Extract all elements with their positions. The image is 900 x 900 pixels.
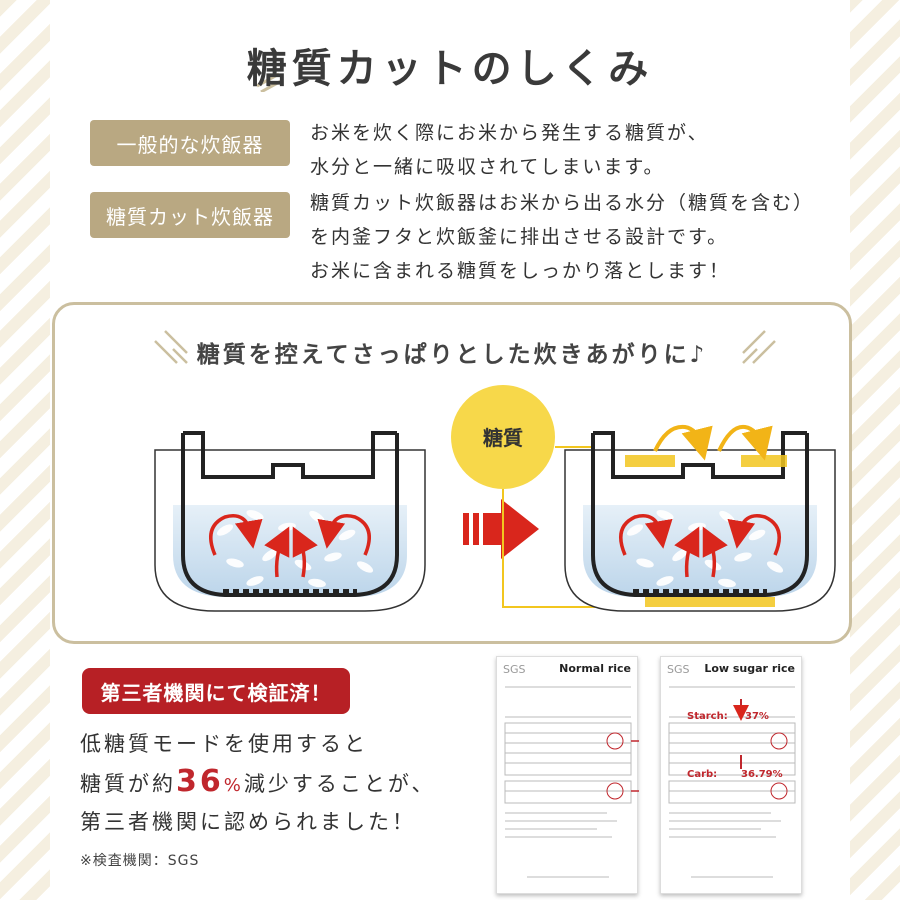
panel-slash-right [742,330,776,364]
desc-lowcarb-cooker: 糖質カット炊飯器はお米から出る水分（糖質を含む） を内釜フタと炊飯釜に排出させる… [310,186,814,288]
verify-line-1: 低糖質モードを使用すると [80,732,368,756]
page-title: 糖質カットのしくみ [246,46,654,92]
sugar-label: 糖質 [483,426,523,450]
report-lowsugar-rice: SGS Low sugar rice Starch: 37% Carb: 36.… [660,656,802,894]
desc-line: を内釜フタと炊飯釜に排出させる設計です。 [310,226,729,248]
verify-text: 低糖質モードを使用すると 糖質が約36%減少することが、 第三者機関に認められま… [80,726,435,841]
transition-arrow-icon [463,499,539,559]
carb-label: Carb: [687,769,718,780]
report-lowsugar-logo: SGS [667,663,690,676]
report-normal-title: Normal rice [559,662,631,675]
label-normal-cooker: 一般的な炊飯器 [90,120,290,166]
desc-line: 糖質カット炊飯器はお米から出る水分（糖質を含む） [310,192,815,214]
cooker-diagram: 糖質 [154,330,836,612]
report-lines [504,686,639,878]
verify-line-2-pre: 糖質が約 [80,772,176,796]
starch-value: 37% [745,711,769,722]
report-normal-logo: SGS [503,663,526,676]
report-lines [668,686,796,878]
verified-badge: 第三者機関にて検証済！ [82,668,350,714]
report-lowsugar-title: Low sugar rice [704,662,795,675]
sugar-circle [451,385,555,489]
page-sheet: 糖質カットのしくみ 一般的な炊飯器 お米を炊く際にお米から発生する糖質が、 水分… [50,0,852,900]
desc-normal-cooker: お米を炊く際にお米から発生する糖質が、 水分と一緒に吸収されてしまいます。 [310,116,709,184]
reduction-percent: % [223,775,244,796]
verify-line-2-post: 減少することが、 [243,772,436,796]
inspection-note: ※検査機関：SGS [80,853,200,869]
desc-line: お米に含まれる糖質をしっかり落とします！ [310,260,731,282]
reduction-number: 36 [176,764,224,799]
lowcarb-cooker-pot [564,424,836,612]
panel-title: 糖質を控えてさっぱりとした炊きあがりに♪ [196,342,708,368]
carb-value: 36.79% [741,769,783,780]
normal-cooker-pot [154,431,426,612]
verify-line-3: 第三者機関に認められました！ [80,810,416,834]
desc-line: 水分と一緒に吸収されてしまいます。 [310,156,665,178]
label-lowcarb-cooker: 糖質カット炊飯器 [90,192,290,238]
starch-label: Starch: [687,711,728,722]
verify-line-2: 糖質が約36%減少することが、 [80,763,435,804]
desc-line: お米を炊く際にお米から発生する糖質が、 [310,122,709,144]
mechanism-panel: 糖質を控えてさっぱりとした炊きあがりに♪ [52,302,852,644]
panel-slash-left [154,330,188,364]
report-normal-rice: SGS Normal rice [496,656,639,894]
title-slash-decoration [256,72,284,92]
